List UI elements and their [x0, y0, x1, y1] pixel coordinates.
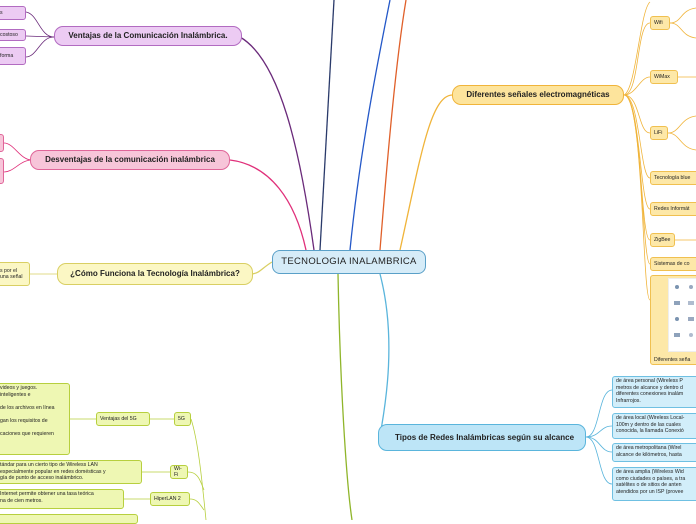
topic-ventajas-label: Ventajas de la Comunicación Inalámbrica.: [68, 31, 228, 40]
node-wifi[interactable]: Wi-Fi: [170, 465, 188, 479]
node-hiperlan-text[interactable]: Internet permite obtener una tasa teóric…: [0, 489, 124, 509]
ventajas-item-1[interactable]: s: [0, 6, 26, 20]
tipos-item-wpan[interactable]: de área personal (Wireless P metros de a…: [612, 376, 696, 408]
topic-tipos-label: Tipos de Redes Inalámbricas según su alc…: [395, 432, 575, 442]
node-5g-ventajas-text[interactable]: videos y juegos. inteligentes e de los a…: [0, 383, 70, 455]
node-hiperlan[interactable]: HiperLAN 2: [150, 492, 190, 506]
ventajas-item-3[interactable]: forma: [0, 47, 26, 65]
devices-illustration-icon: [674, 285, 694, 337]
tipos-item-wwan[interactable]: de área amplia (Wireless Wid como ciudad…: [612, 467, 696, 501]
senales-wifi[interactable]: Wifi: [650, 16, 670, 30]
topic-senales-label: Diferentes señales electromagnéticas: [466, 90, 610, 99]
topic-desventajas[interactable]: Desventajas de la comunicación inalámbri…: [30, 150, 230, 170]
senales-sistemas[interactable]: Sistemas de co: [650, 257, 696, 271]
funciona-item-1[interactable]: s por el una señal: [0, 262, 30, 286]
desventajas-item-2[interactable]: [0, 158, 4, 184]
tipos-item-wman[interactable]: de área metropolitana (Wirel alcance de …: [612, 443, 696, 462]
central-topic-label: TECNOLOGIA INALAMBRICA: [281, 256, 417, 268]
senales-image-caption: Diferentes seña: [654, 356, 691, 363]
node-5g-ventajas[interactable]: Ventajas del 5G: [96, 412, 150, 426]
desventajas-item-1[interactable]: [0, 134, 4, 152]
senales-bluetooth[interactable]: Tecnología blue: [650, 171, 696, 185]
topic-senales[interactable]: Diferentes señales electromagnéticas: [452, 85, 624, 105]
node-5g[interactable]: 5G: [174, 412, 191, 426]
senales-lifi[interactable]: LiFi: [650, 126, 668, 140]
senales-redes[interactable]: Redes Informát: [650, 202, 696, 216]
topic-tipos[interactable]: Tipos de Redes Inalámbricas según su alc…: [378, 424, 586, 451]
topic-desventajas-label: Desventajas de la comunicación inalámbri…: [45, 155, 215, 164]
topic-funciona-label: ¿Cómo Funciona la Tecnología Inalámbrica…: [70, 269, 240, 278]
central-topic[interactable]: TECNOLOGIA INALAMBRICA: [272, 250, 426, 274]
node-wifi-text[interactable]: tándar para un cierto tipo de Wireless L…: [0, 460, 142, 484]
tipos-item-wlan[interactable]: de área local (Wireless Local- 100m y de…: [612, 413, 696, 439]
node-cut-off: [0, 514, 138, 524]
senales-zigbee[interactable]: ZigBee: [650, 233, 675, 247]
senales-wimax[interactable]: WiMax: [650, 70, 678, 84]
signals-image: [668, 278, 696, 352]
topic-funciona[interactable]: ¿Cómo Funciona la Tecnología Inalámbrica…: [57, 263, 253, 285]
ventajas-item-2[interactable]: costoso: [0, 29, 26, 41]
topic-ventajas[interactable]: Ventajas de la Comunicación Inalámbrica.: [54, 26, 242, 46]
